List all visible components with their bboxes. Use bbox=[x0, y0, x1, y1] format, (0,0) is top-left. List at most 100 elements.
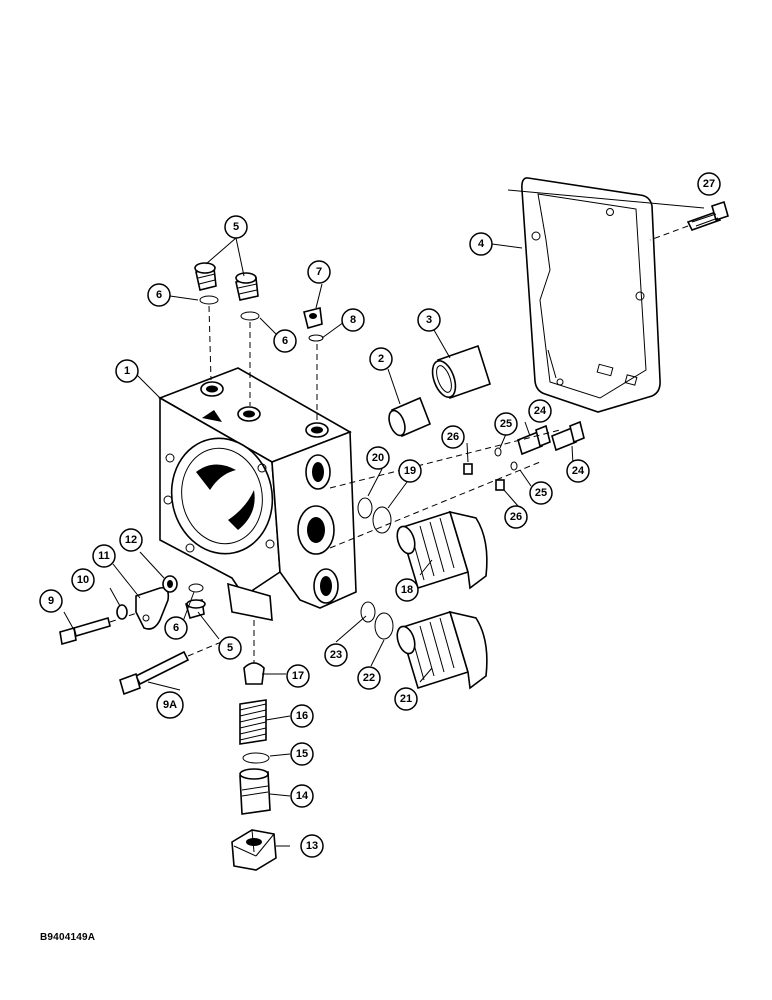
oring-6-lower bbox=[188, 583, 204, 593]
callout-27: 27 bbox=[697, 172, 721, 196]
fitting-24-right-part bbox=[551, 420, 585, 452]
svg-text:3: 3 bbox=[426, 314, 432, 326]
callout-24-left: 24 bbox=[528, 399, 552, 423]
callout-6-lower: 6 bbox=[164, 616, 188, 640]
oring-8 bbox=[308, 334, 324, 342]
svg-text:21: 21 bbox=[400, 693, 412, 705]
svg-text:6: 6 bbox=[282, 335, 288, 347]
callout-19: 19 bbox=[398, 459, 422, 483]
bolt-9-part bbox=[59, 605, 159, 646]
svg-text:22: 22 bbox=[363, 672, 375, 684]
gasket-part bbox=[521, 177, 661, 413]
svg-text:10: 10 bbox=[77, 574, 89, 586]
oring-25-right bbox=[510, 461, 518, 471]
plug-5-lower-part bbox=[185, 599, 206, 619]
spring-16-part bbox=[239, 699, 267, 745]
callout-8: 8 bbox=[341, 308, 365, 332]
callout-25-right: 25 bbox=[529, 481, 553, 505]
callout-16: 16 bbox=[290, 704, 314, 728]
svg-text:1: 1 bbox=[124, 365, 130, 377]
oring-23 bbox=[360, 601, 376, 623]
svg-text:23: 23 bbox=[330, 649, 342, 661]
callout-13: 13 bbox=[300, 834, 324, 858]
pin-26-left bbox=[463, 463, 473, 475]
svg-text:24: 24 bbox=[534, 405, 547, 417]
svg-text:25: 25 bbox=[500, 418, 512, 430]
plate-11-part bbox=[135, 586, 170, 630]
svg-text:24: 24 bbox=[572, 465, 585, 477]
oring-19 bbox=[372, 506, 392, 534]
callout-26-right: 26 bbox=[504, 505, 528, 529]
fitting-24-left-part bbox=[517, 424, 551, 456]
bolt-9a-part bbox=[119, 639, 227, 696]
sleeve-3-part bbox=[431, 344, 491, 400]
svg-text:26: 26 bbox=[510, 511, 522, 523]
pin-26-right bbox=[495, 479, 505, 491]
svg-text:7: 7 bbox=[316, 266, 322, 278]
valve-18-part bbox=[396, 510, 488, 590]
svg-text:12: 12 bbox=[125, 534, 137, 546]
oring-20 bbox=[357, 497, 373, 519]
svg-text:4: 4 bbox=[478, 238, 485, 250]
callout-18: 18 bbox=[395, 578, 419, 602]
plug-5-left-part bbox=[194, 262, 217, 291]
callout-6-top-left: 6 bbox=[147, 283, 171, 307]
callout-23: 23 bbox=[324, 643, 348, 667]
housing-part bbox=[158, 367, 357, 621]
callout-11: 11 bbox=[92, 544, 116, 568]
callout-22: 22 bbox=[357, 666, 381, 690]
svg-text:14: 14 bbox=[296, 790, 309, 802]
svg-text:17: 17 bbox=[292, 670, 304, 682]
oring-15 bbox=[242, 752, 270, 764]
callout-17: 17 bbox=[286, 664, 310, 688]
callout-1: 1 bbox=[115, 359, 139, 383]
svg-text:26: 26 bbox=[447, 431, 459, 443]
callout-5-bottom: 5 bbox=[218, 636, 242, 660]
callout-21: 21 bbox=[394, 687, 418, 711]
oring-22 bbox=[374, 612, 394, 640]
callout-3: 3 bbox=[417, 308, 441, 332]
svg-text:16: 16 bbox=[296, 710, 308, 722]
valve-21-part bbox=[396, 610, 488, 690]
svg-text:6: 6 bbox=[173, 622, 179, 634]
callout-12: 12 bbox=[119, 528, 143, 552]
seat-14-part bbox=[239, 768, 271, 815]
plug-5-right-part bbox=[235, 272, 259, 301]
svg-text:27: 27 bbox=[703, 178, 715, 190]
svg-text:6: 6 bbox=[156, 289, 162, 301]
callout-25-left: 25 bbox=[494, 412, 518, 436]
poppet-17-part bbox=[243, 662, 265, 685]
svg-text:15: 15 bbox=[296, 748, 308, 760]
bolt-27-part bbox=[649, 200, 729, 241]
callout-15: 15 bbox=[290, 742, 314, 766]
oring-6-left bbox=[199, 295, 219, 305]
svg-text:5: 5 bbox=[233, 221, 239, 233]
svg-text:5: 5 bbox=[227, 642, 233, 654]
svg-text:2: 2 bbox=[378, 353, 384, 365]
callout-9: 9 bbox=[39, 589, 63, 613]
svg-text:8: 8 bbox=[350, 314, 356, 326]
svg-text:9: 9 bbox=[48, 595, 54, 607]
leader-lines bbox=[63, 189, 705, 847]
sleeve-2-part bbox=[388, 396, 432, 438]
svg-text:9A: 9A bbox=[163, 699, 177, 711]
callout-26-left: 26 bbox=[441, 425, 465, 449]
callout-5-top: 5 bbox=[224, 215, 248, 239]
callout-20: 20 bbox=[366, 446, 390, 470]
svg-text:13: 13 bbox=[306, 840, 318, 852]
bushing-12-part bbox=[162, 575, 178, 593]
callout-6-top-mid: 6 bbox=[273, 329, 297, 353]
svg-text:11: 11 bbox=[98, 550, 110, 562]
callout-14: 14 bbox=[290, 784, 314, 808]
svg-text:19: 19 bbox=[404, 465, 416, 477]
callout-2: 2 bbox=[369, 347, 393, 371]
svg-text:18: 18 bbox=[401, 584, 413, 596]
nut-13-part bbox=[231, 829, 277, 871]
callout-7: 7 bbox=[307, 260, 331, 284]
washer-10 bbox=[116, 604, 128, 620]
callout-10: 10 bbox=[71, 568, 95, 592]
figure-id: B9404149A bbox=[40, 932, 96, 943]
plug-7-part bbox=[303, 307, 323, 329]
svg-text:25: 25 bbox=[535, 487, 547, 499]
